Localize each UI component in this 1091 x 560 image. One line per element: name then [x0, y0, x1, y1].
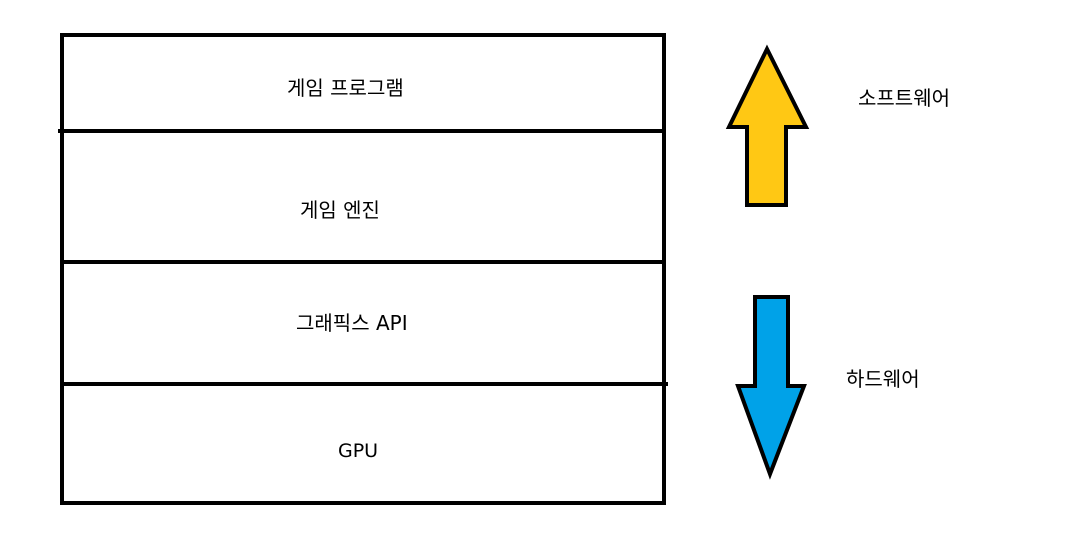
- hardware-down-arrow-icon: [735, 295, 807, 480]
- layer-divider: [58, 129, 666, 133]
- layer-stack: 게임 프로그램 게임 엔진 그래픽스 API GPU: [58, 33, 668, 505]
- layer-label-game-engine: 게임 엔진: [300, 198, 380, 222]
- layer-label-gpu: GPU: [338, 440, 379, 462]
- stack-outline: [60, 33, 666, 505]
- hardware-label: 하드웨어: [846, 367, 920, 391]
- layer-label-game-program: 게임 프로그램: [287, 76, 404, 100]
- software-label: 소프트웨어: [858, 86, 950, 110]
- layer-label-graphics-api: 그래픽스 API: [296, 311, 408, 335]
- layer-divider: [60, 260, 666, 264]
- software-up-arrow-icon: [725, 44, 810, 207]
- layer-divider: [60, 382, 668, 386]
